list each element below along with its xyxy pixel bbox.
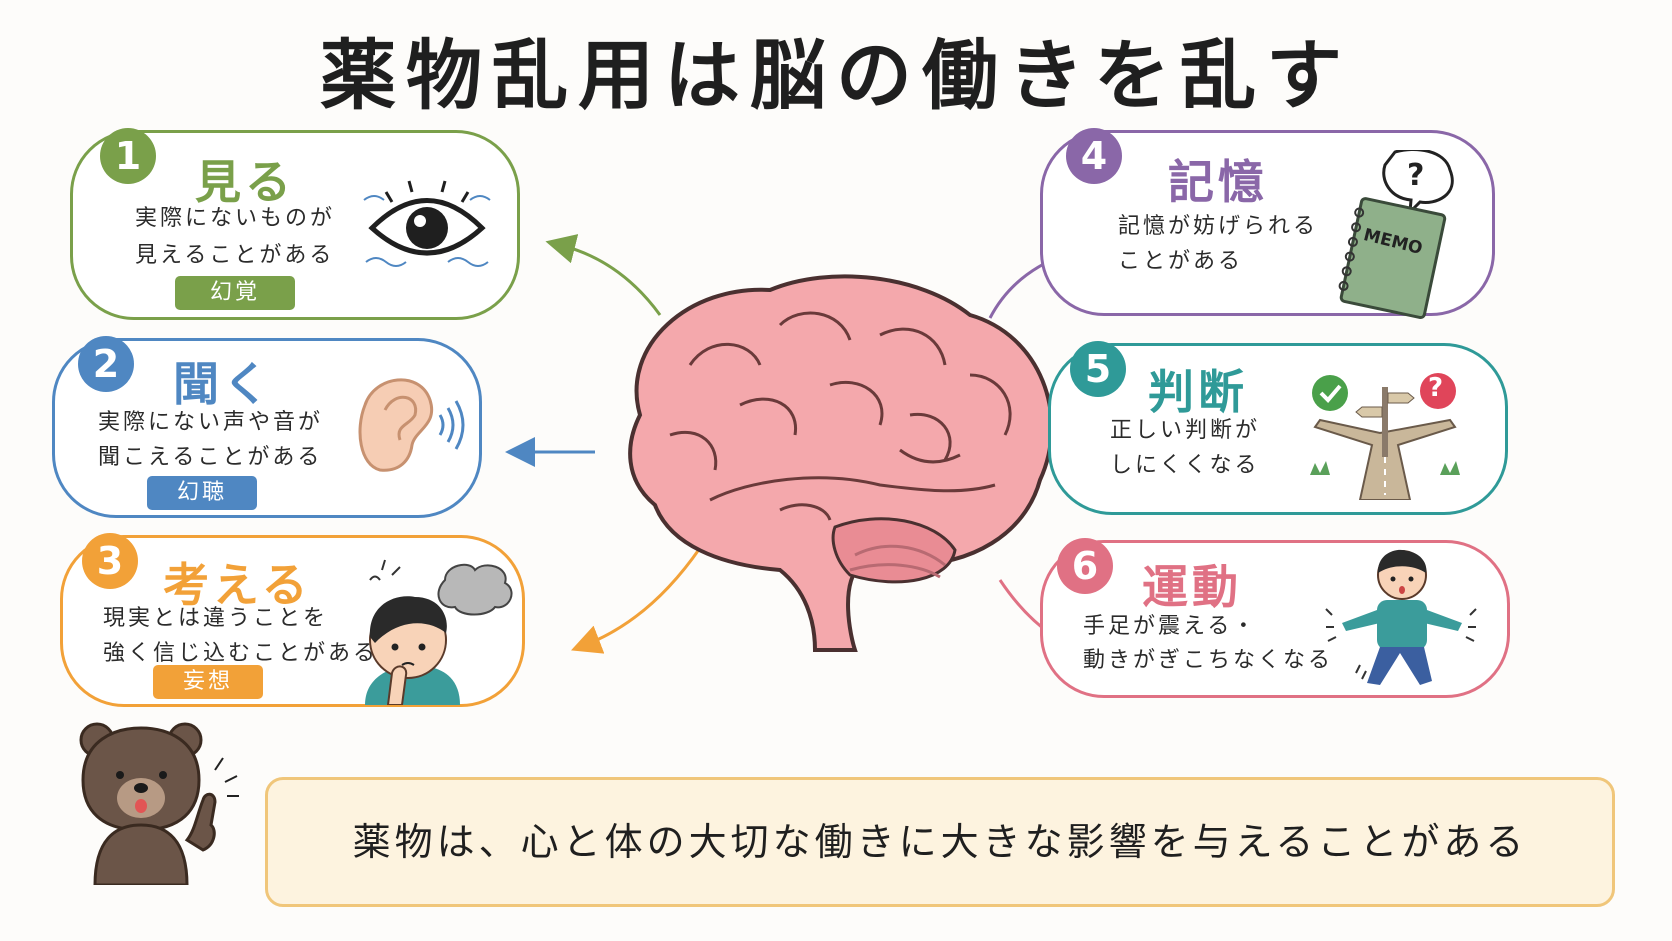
number-badge-5: 5 [1070,341,1126,397]
thinking-boy-icon [360,555,520,705]
card-desc-memory-line2: ことがある [1118,249,1244,274]
number-badge-6: 6 [1057,538,1113,594]
card-desc-memory-line1: 記憶が妨げられる [1118,214,1319,239]
card-heading-hear: 聞く [173,357,273,411]
question-mark-judgment: ? [1428,373,1444,403]
card-heading-think: 考える [163,558,312,612]
card-desc-think-line1: 現実とは違うことを [103,606,329,631]
tag-hallucination: 幻覚 [175,276,295,310]
number-badge-1: 1 [100,128,156,184]
card-heading-see: 見る [195,155,295,209]
footer-message: 薬物は、心と体の大切な働きに大きな影響を与えることがある [265,777,1615,907]
card-desc-movement-line2: 動きがぎこちなくなる [1083,648,1334,673]
brain-icon [628,274,1054,652]
card-desc-think-line2: 強く信じ込むことがある [103,641,379,666]
card-desc-see-line1: 実際にないものが [135,206,336,231]
eye-icon [362,178,492,278]
card-desc-judgment-line2: しにくくなる [1110,453,1260,478]
arrow-to-think [571,547,702,654]
card-desc-see-line2: 見えることがある [135,243,335,268]
tag-delusion: 妄想 [153,665,263,699]
number-badge-2: 2 [78,336,134,392]
memo-notebook-icon: ? MEMO [1325,150,1475,320]
card-heading-memory: 記憶 [1168,155,1268,209]
card-heading-movement: 運動 [1142,560,1242,614]
tag-auditory-hallucination: 幻聴 [147,476,257,510]
card-desc-hear-line1: 実際にない声や音が [98,410,324,435]
card-heading-judgment: 判断 [1148,365,1248,419]
trembling-boy-icon [1322,545,1482,690]
page-title: 薬物乱用は脳の働きを乱す [320,31,1352,120]
ear-icon [350,370,470,480]
card-desc-movement-line1: 手足が震える・ [1083,614,1258,639]
number-badge-3: 3 [82,533,138,589]
bear-icon [75,720,250,885]
card-desc-hear-line2: 聞こえることがある [98,445,323,470]
arrow-to-see [545,234,662,316]
number-badge-4: 4 [1066,128,1122,184]
crossroads-icon: ? [1300,365,1470,500]
question-mark-memory: ? [1407,158,1425,193]
card-desc-judgment-line1: 正しい判断が [1110,418,1261,443]
